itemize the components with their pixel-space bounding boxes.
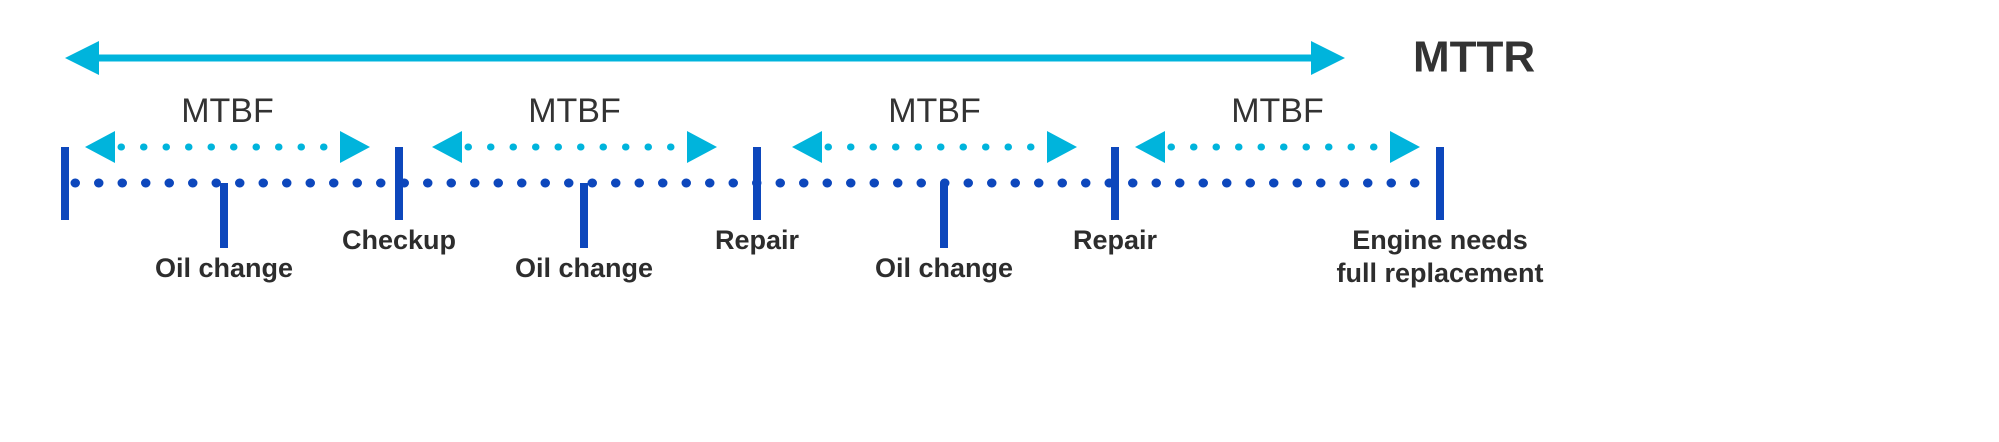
event-label-oil-change-1: Oil change	[155, 253, 293, 283]
mtbf-arrowhead-left-icon	[792, 131, 822, 163]
mtbf-arrowhead-right-icon	[1047, 131, 1077, 163]
mttr-arrowhead-left-icon	[65, 41, 99, 75]
mtbf-arrowhead-right-icon	[687, 131, 717, 163]
event-label-oil-change-3: Oil change	[875, 253, 1013, 283]
mtbf-arrowhead-left-icon	[85, 131, 115, 163]
event-label-line: Oil change	[155, 253, 293, 283]
event-label-line: Oil change	[515, 253, 653, 283]
mttr-title-label: MTTR	[1413, 33, 1535, 82]
mtbf-arrowhead-left-icon	[432, 131, 462, 163]
mttr-arrow-group: MTTR	[65, 33, 1535, 82]
event-label-checkup: Checkup	[342, 225, 456, 255]
mtbf-span-label: MTBF	[181, 92, 274, 130]
event-label-repair-1: Repair	[715, 225, 800, 255]
event-label-line: full replacement	[1336, 258, 1543, 288]
mttr-arrowhead-right-icon	[1311, 41, 1345, 75]
event-label-oil-change-2: Oil change	[515, 253, 653, 283]
mtbf-span-label: MTBF	[888, 92, 981, 130]
mtbf-arrowhead-right-icon	[1390, 131, 1420, 163]
event-label-line: Oil change	[875, 253, 1013, 283]
event-label-repair-2: Repair	[1073, 225, 1158, 255]
mtbf-span-label: MTBF	[1231, 92, 1324, 130]
mtbf-arrowhead-left-icon	[1135, 131, 1165, 163]
tick-marks-group	[61, 147, 1444, 248]
mtbf-span-label: MTBF	[528, 92, 621, 130]
mtbf-arrowhead-right-icon	[340, 131, 370, 163]
event-label-line: Repair	[715, 225, 800, 255]
event-label-line: Engine needs	[1352, 225, 1528, 255]
event-label-line: Repair	[1073, 225, 1158, 255]
event-label-line: Checkup	[342, 225, 456, 255]
mtbf-arrows-group: MTBF MTBF MTBF MTBF	[85, 92, 1420, 163]
